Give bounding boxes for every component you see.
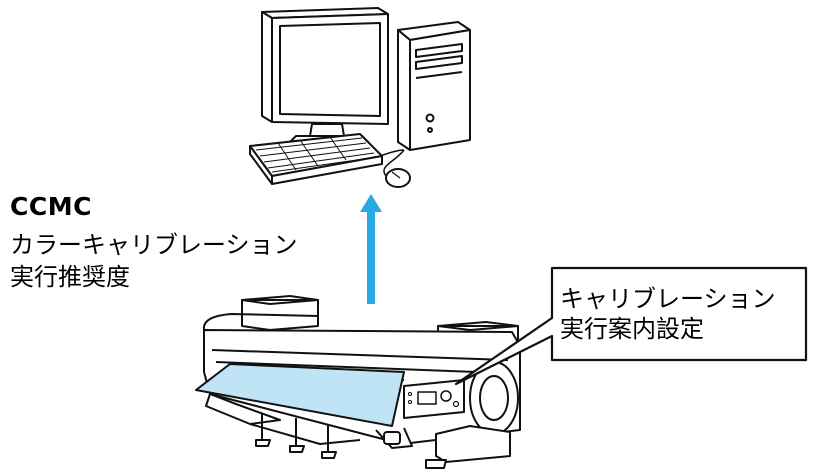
ccmc-title: CCMC — [10, 192, 92, 221]
ccmc-line-2: 実行推奨度 — [10, 263, 130, 291]
operation-panel — [403, 379, 465, 419]
monitor — [261, 7, 389, 143]
callout-bubble — [454, 266, 808, 386]
keyboard — [249, 133, 383, 185]
computer-icon — [249, 7, 471, 188]
callout-line-1: キャリブレーション — [560, 285, 776, 313]
upward-arrow-icon — [360, 194, 382, 304]
callout-line-2: 実行案内設定 — [560, 315, 704, 343]
paper-media — [195, 363, 405, 427]
large-format-printer-icon — [195, 295, 521, 469]
ccmc-line-1: カラーキャリブレーション — [10, 231, 298, 259]
tower-pc — [397, 21, 471, 151]
mouse — [385, 168, 411, 188]
